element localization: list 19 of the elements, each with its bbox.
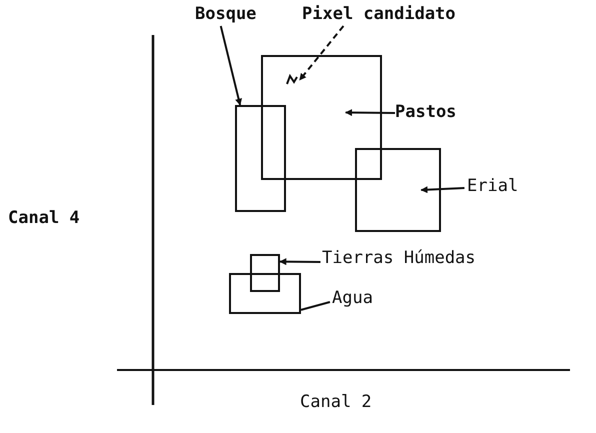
class-label: Pastos	[395, 102, 456, 122]
class-label: Bosque	[195, 4, 256, 24]
leader-arrow	[345, 109, 396, 116]
class-region	[261, 55, 382, 180]
axis-label: Canal 4	[8, 208, 80, 228]
class-region	[250, 254, 280, 292]
class-region	[235, 105, 286, 212]
class-region	[229, 273, 301, 314]
leader-arrow	[279, 258, 320, 266]
dashed-leader-arrow	[298, 25, 344, 81]
class-label: Erial	[467, 176, 518, 196]
class-label: Tierras Húmedas	[322, 248, 476, 268]
leader-arrow	[420, 186, 464, 194]
axis-label: Canal 2	[300, 392, 372, 412]
leader-arrow	[220, 26, 242, 106]
pixel-mark	[285, 74, 299, 86]
class-region	[355, 148, 441, 232]
class-label: Pixel candidato	[302, 4, 456, 24]
class-label: Agua	[332, 288, 373, 308]
